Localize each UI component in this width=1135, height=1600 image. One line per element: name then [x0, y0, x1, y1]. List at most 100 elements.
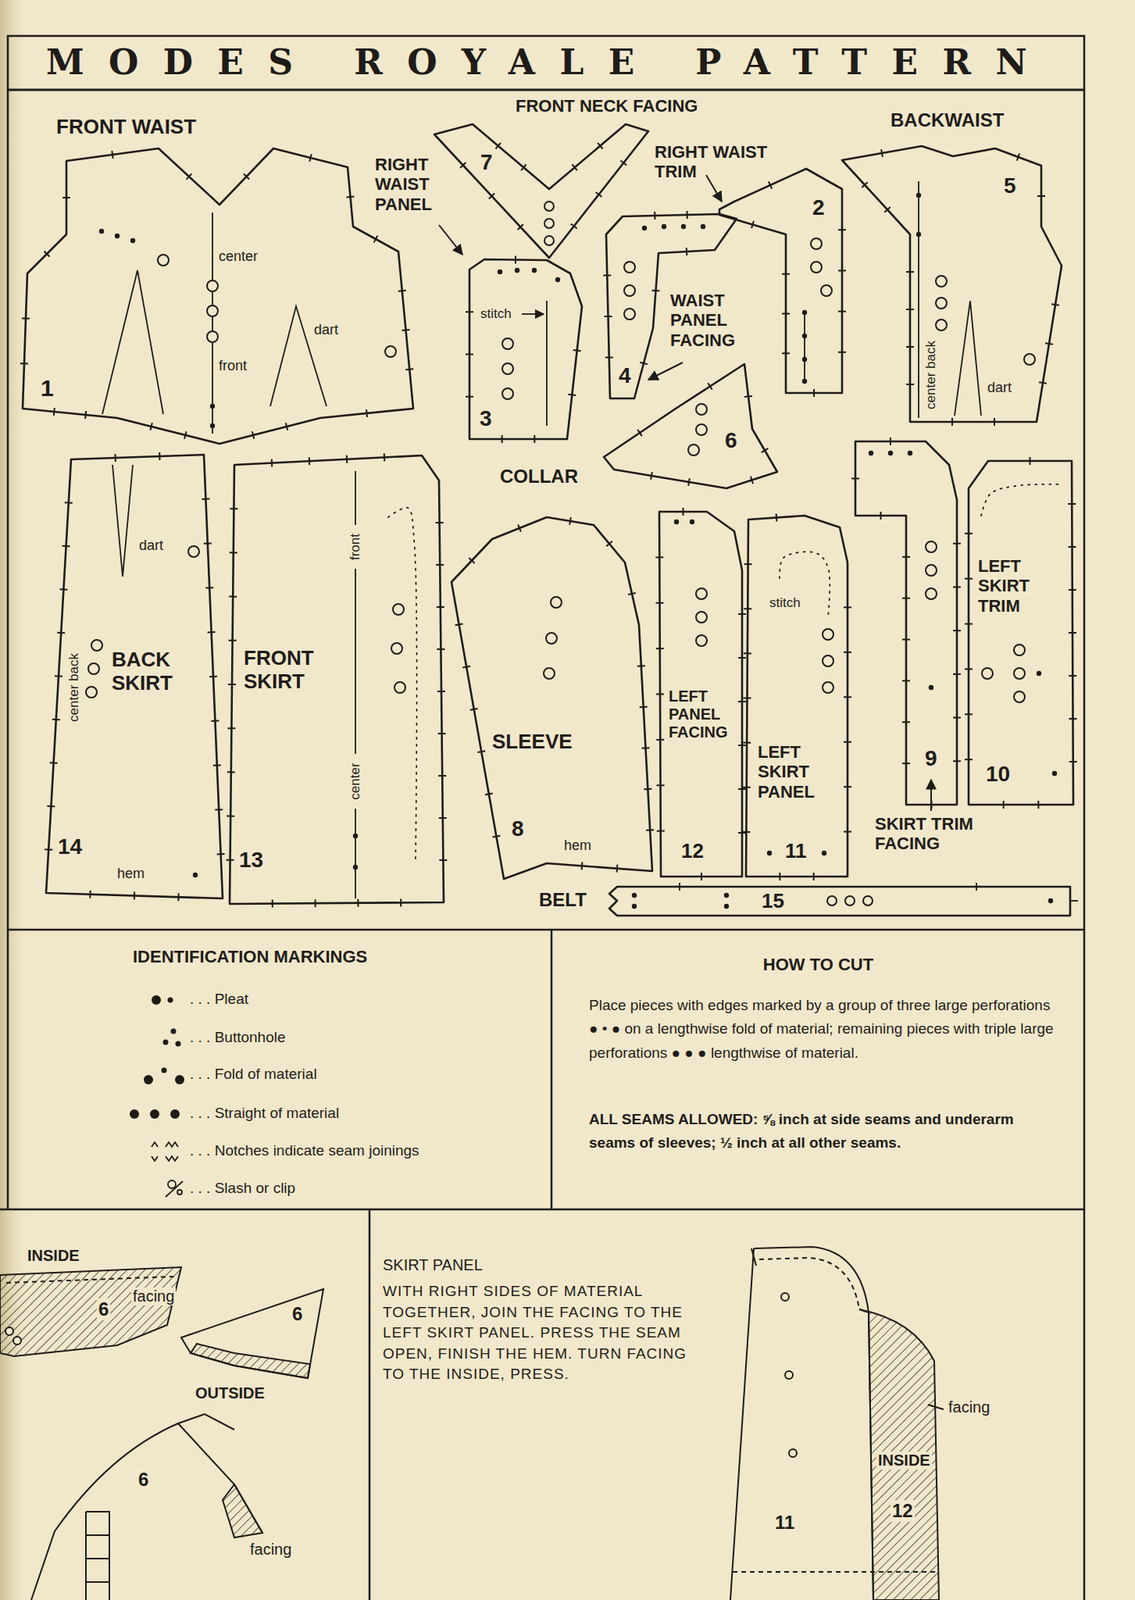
notch-mark	[902, 597, 911, 600]
notch-mark	[229, 507, 238, 510]
perforation	[1013, 691, 1025, 703]
perforation	[695, 611, 707, 623]
notch-mark	[906, 308, 914, 311]
piece-label: BELT	[538, 888, 587, 911]
notch-mark	[84, 410, 87, 419]
notch-mark	[889, 437, 892, 446]
frame	[7, 35, 1085, 1600]
notch-mark	[951, 417, 953, 426]
notch-mark	[1068, 588, 1077, 591]
fold-symbol	[161, 1067, 168, 1074]
notch-mark	[902, 762, 911, 764]
sketch-label: facing	[248, 1540, 293, 1559]
notch-mark	[62, 196, 71, 199]
small-perforation	[907, 450, 913, 456]
piece-outline-layer	[735, 504, 859, 888]
notch-mark	[89, 890, 91, 899]
fold-symbol	[174, 1074, 185, 1085]
marking-line	[678, 882, 681, 891]
notch-mark	[738, 700, 746, 703]
marking-word: stitch	[769, 595, 801, 611]
notch-mark	[750, 476, 754, 485]
pattern-title: MODES ROYALE PATTERN	[46, 42, 1052, 83]
paper-shade	[0, 0, 32, 1600]
perforation	[863, 895, 873, 906]
piece-number: 12	[681, 839, 704, 864]
notch-mark	[573, 349, 582, 351]
callout-number: 11	[773, 1511, 796, 1534]
notch-mark	[569, 517, 572, 525]
marking-line	[1070, 899, 1078, 902]
notch-mark	[606, 541, 613, 547]
perforation	[624, 308, 636, 320]
instruction-box: HOW TO CUTPlace pieces with edges marked…	[551, 929, 1085, 1210]
notch-mark	[374, 235, 379, 243]
notch-mark	[214, 808, 223, 811]
notch-mark	[742, 831, 750, 833]
small-perforation	[192, 872, 198, 878]
notch-mark	[309, 153, 311, 162]
piece-label: LEFT SKIRT TRIM	[977, 556, 1068, 616]
piece-label: SLEEVE	[492, 730, 573, 754]
perforation	[785, 1370, 793, 1379]
small-perforation	[674, 519, 679, 525]
notch-mark	[217, 853, 225, 855]
marking-line	[211, 212, 214, 434]
small-perforation	[724, 903, 729, 909]
notch-mark	[686, 210, 689, 219]
small-perforation	[1052, 770, 1057, 776]
notch-mark	[738, 613, 746, 615]
notch-mark	[438, 732, 447, 735]
notch-mark	[642, 746, 650, 750]
perforation	[810, 261, 822, 273]
notch-mark	[743, 607, 752, 610]
notch-mark	[781, 273, 790, 275]
notch-mark	[656, 647, 664, 650]
notch-mark	[744, 396, 753, 397]
small-perforation	[916, 231, 921, 237]
notch-mark	[226, 859, 235, 861]
notch-mark	[437, 690, 446, 693]
notch-mark	[775, 513, 779, 522]
notch-mark	[346, 196, 355, 199]
notch-mark	[402, 328, 411, 332]
notch-mark	[843, 785, 852, 788]
leader-line	[927, 1404, 944, 1410]
notch-mark	[383, 453, 386, 461]
notch-mark	[1029, 456, 1032, 465]
piece-label: WAIST PANEL FACING	[670, 290, 780, 350]
notch-mark	[652, 289, 661, 293]
small-perforation	[210, 423, 215, 429]
piece-label: COLLAR	[499, 465, 579, 488]
notch-mark	[209, 675, 218, 678]
piece-number: 5	[1003, 173, 1017, 199]
slash-symbol	[165, 1181, 183, 1197]
notch-mark	[210, 720, 219, 722]
pattern-piece: SKIRT TRIM FACING9	[844, 430, 968, 816]
notch-mark	[1069, 717, 1078, 720]
piece-outline-layer	[831, 135, 1073, 433]
perforation	[391, 642, 403, 654]
pattern-piece: FRONT NECK FACING7	[423, 113, 660, 269]
notch-mark	[851, 478, 860, 480]
notch-mark	[738, 788, 746, 790]
notch-mark	[637, 664, 646, 668]
notch-mark	[271, 459, 274, 468]
notch-mark	[605, 356, 614, 358]
small-perforation	[689, 519, 695, 525]
notch-mark	[201, 498, 210, 500]
callout-number: 6	[96, 1298, 111, 1321]
notch-mark	[405, 367, 414, 371]
box-text: WITH RIGHT SIDES OF MATERIAL TOGETHER, J…	[382, 1281, 688, 1385]
notch-mark	[21, 317, 30, 319]
notch-mark	[571, 223, 578, 229]
pattern-piece: FRONT WAISTcenterfrontdart1	[11, 137, 425, 455]
marking-line	[102, 270, 164, 415]
notch-mark	[243, 174, 250, 180]
notch-mark	[1068, 546, 1077, 548]
notch-mark	[462, 666, 471, 668]
piece-outline	[745, 515, 848, 877]
piece-number: 7	[480, 149, 493, 175]
perforation	[546, 632, 557, 644]
small-perforation	[114, 233, 120, 239]
